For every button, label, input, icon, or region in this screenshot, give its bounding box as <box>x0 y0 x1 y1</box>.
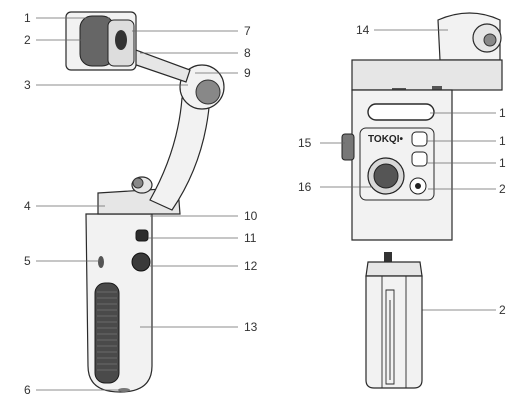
mode-button <box>411 131 428 147</box>
callout-10: 10 <box>244 209 258 223</box>
button-11 <box>135 229 149 242</box>
side-port-5 <box>98 256 104 268</box>
tripod-top <box>365 261 423 277</box>
closeup-top-bar <box>351 59 503 91</box>
callout-12: 12 <box>244 259 258 273</box>
button-panel <box>359 127 435 201</box>
callout-right-5: 2 <box>499 303 506 317</box>
callout-5: 5 <box>24 254 31 268</box>
callout-7: 7 <box>244 24 251 38</box>
callout-right-2: 1 <box>499 134 506 148</box>
roll-motor-cap <box>195 79 221 105</box>
callout-8: 8 <box>244 46 251 60</box>
callout-16: 16 <box>298 180 312 194</box>
joystick-12 <box>131 252 151 272</box>
callout-right-3: 1 <box>499 156 506 170</box>
status-led-bar <box>367 103 435 121</box>
callout-14: 14 <box>356 23 370 37</box>
callout-2: 2 <box>24 33 31 47</box>
callout-15: 15 <box>298 136 312 150</box>
closeup-motor-cap <box>483 33 497 47</box>
shutter-dot <box>415 183 421 189</box>
handle-closeup-view: TOKQI• <box>341 12 503 241</box>
folding-arm <box>149 95 211 211</box>
tripod-screw <box>384 252 392 262</box>
tripod-view <box>365 252 423 389</box>
callout-9: 9 <box>244 66 251 80</box>
pan-motor-cap <box>132 177 144 189</box>
leader-lines-left <box>36 17 238 391</box>
callout-4: 4 <box>24 199 31 213</box>
gimbal-left-view <box>65 11 225 393</box>
callout-right-1: 1 <box>499 106 506 120</box>
bottom-port-6 <box>118 388 130 392</box>
clamp-knob <box>115 30 127 50</box>
photo-button <box>411 151 428 167</box>
callout-13: 13 <box>244 320 258 334</box>
grip-ridges <box>97 291 117 371</box>
callout-6: 6 <box>24 383 31 397</box>
zoom-wheel-15 <box>341 133 355 161</box>
callout-1: 1 <box>24 11 31 25</box>
callout-3: 3 <box>24 78 31 92</box>
tripod-leg-inner <box>385 289 395 385</box>
joystick-16-inner <box>373 163 399 189</box>
brand-logo: TOKQI• <box>368 134 403 145</box>
callout-right-4: 2 <box>499 182 506 196</box>
callout-11: 11 <box>244 231 257 245</box>
